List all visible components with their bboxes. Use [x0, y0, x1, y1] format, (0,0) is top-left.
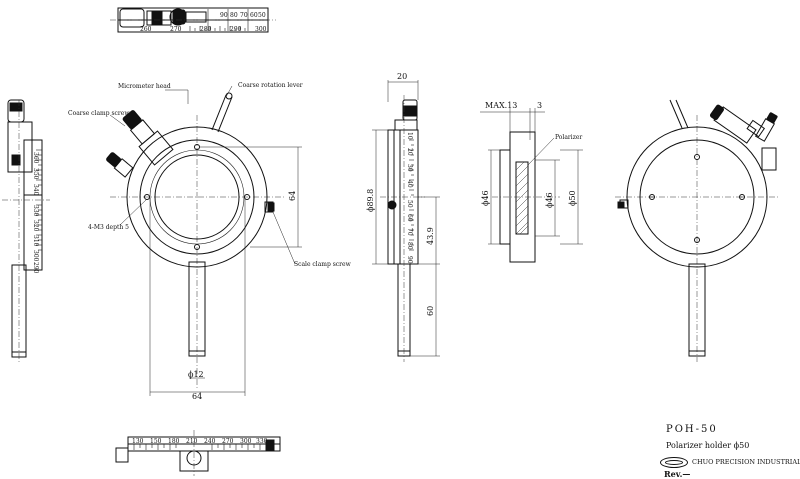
side-scale-2: 20: [406, 148, 413, 156]
top-scale-lower-5: 300: [255, 26, 267, 33]
bottom-view: 130 150 180 210 240 270 300 330: [115, 430, 281, 476]
front-view: 64 ϕ12 64 Micrometer head Coarse rotatio…: [68, 82, 352, 401]
top-scale-lower-1: 260: [140, 26, 152, 33]
top-scale-upper-5: 50: [258, 12, 266, 19]
left-scale-7: 300: [32, 250, 39, 262]
left-scale-2: 350: [32, 168, 39, 180]
dim-side-post-length: 60: [426, 306, 435, 316]
side-scale-3: 30: [406, 164, 413, 172]
left-side-view: 360 350 340 330 320 310 300 290: [2, 99, 50, 362]
company-row: CHUO PRECISION INDUSTRIAL CO.,LTD.: [660, 456, 800, 468]
dim-section-dia-left: ϕ46: [481, 190, 490, 206]
top-scale-lower-3: 280: [200, 26, 212, 33]
bottom-scale-2: 150: [150, 438, 162, 445]
company-logo-icon: [660, 456, 688, 468]
side-scale-8: 80: [406, 242, 413, 250]
side-scale-5: 50: [406, 200, 413, 208]
side-scale-6: 60: [406, 214, 413, 222]
dim-side-outer-dia: ϕ89.8: [366, 189, 375, 212]
title-block: POH-50 Polarizer holder ϕ50 CHUO PRECISI…: [660, 424, 800, 479]
dim-section-3: 3: [537, 101, 542, 110]
label-tapped-holes: 4-M3 depth 5: [88, 224, 129, 231]
revision-label: Rev.—: [664, 469, 691, 479]
dim-section-dia-inner: ϕ46: [545, 192, 554, 208]
left-scale-6: 310: [32, 235, 39, 247]
side-scale-4: 40: [406, 180, 413, 188]
bottom-scale-6: 270: [222, 438, 234, 445]
bottom-scale-4: 210: [186, 438, 198, 445]
label-coarse-rotation-lever: Coarse rotation lever: [238, 82, 303, 89]
top-scale-upper-4: 60: [250, 12, 258, 19]
side-view: 20 10 20 30 40 50 60 70 80: [366, 72, 440, 362]
dim-front-height: 64: [288, 191, 297, 201]
bottom-scale-3: 180: [168, 438, 180, 445]
label-coarse-clamp-screw: Coarse clamp screw: [68, 110, 130, 117]
dim-front-width: 64: [192, 392, 202, 401]
top-view: 90 80 70 60 50 260 270 280 290 300: [110, 7, 276, 33]
dim-side-width: 20: [397, 72, 407, 81]
left-scale-8: 290: [32, 262, 39, 274]
label-polarizer: Polarizer: [555, 134, 582, 141]
top-scale-lower-4: 290: [230, 26, 242, 33]
top-scale-upper-3: 70: [240, 12, 248, 19]
dim-section-max: MAX.13: [485, 101, 517, 110]
rear-view: [615, 99, 780, 362]
bottom-scale-7: 300: [240, 438, 252, 445]
label-scale-clamp-screw: Scale clamp screw: [294, 261, 352, 268]
bottom-scale-1: 130: [132, 438, 144, 445]
section-view: MAX.13 3 Polarizer ϕ46 ϕ46: [480, 101, 583, 263]
label-micrometer-head: Micrometer head: [118, 83, 171, 90]
left-scale-3: 340: [32, 184, 39, 196]
dim-side-center-height: 43.9: [426, 227, 435, 245]
dim-post-diameter: ϕ12: [188, 370, 204, 379]
bottom-scale-8: 330: [256, 438, 268, 445]
model-number: POH-50: [666, 424, 718, 435]
left-scale-5: 320: [32, 220, 39, 232]
bottom-scale-5: 240: [204, 438, 216, 445]
top-scale-upper-1: 90: [220, 12, 228, 19]
side-scale-9: 90: [406, 256, 413, 264]
dim-section-dia-outer: ϕ50: [568, 190, 577, 206]
left-scale-4: 330: [32, 205, 39, 217]
side-scale-7: 70: [406, 228, 413, 236]
left-scale-1: 360: [32, 152, 39, 164]
top-scale-lower-2: 270: [170, 26, 182, 33]
product-name: Polarizer holder ϕ50: [666, 441, 750, 450]
side-scale-1: 10: [406, 132, 413, 140]
company-name: CHUO PRECISION INDUSTRIAL CO.,LTD.: [692, 458, 800, 466]
top-scale-upper-2: 80: [230, 12, 238, 19]
